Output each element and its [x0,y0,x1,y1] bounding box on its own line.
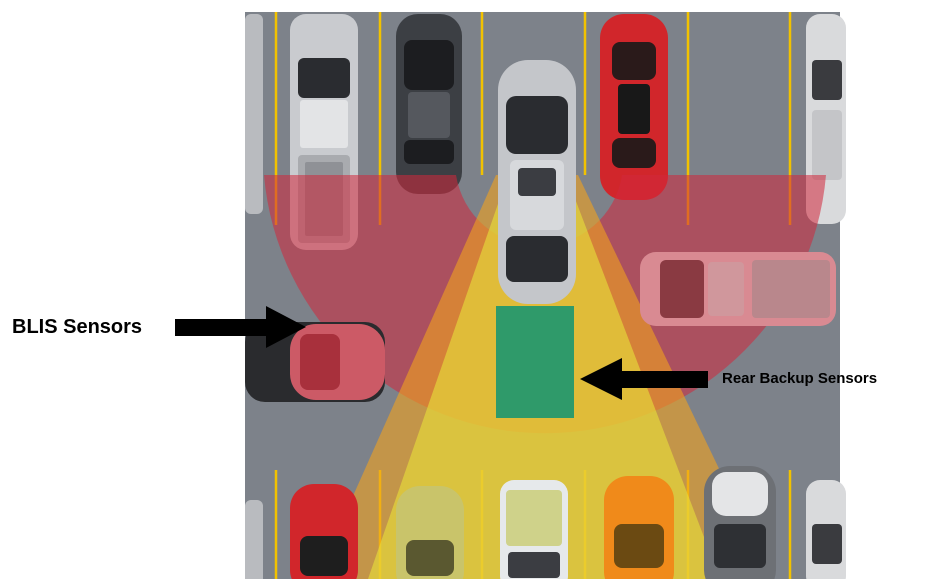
vehicle-pickup-bottom [500,480,568,579]
vehicle-sedan-gray-bottom [704,466,776,579]
rear-backup-sensors-label: Rear Backup Sensors [722,370,877,387]
vehicle-sedan-dark-top [396,14,462,194]
blis-sensors-label: BLIS Sensors [12,316,142,339]
vehicle-suv-white-bottom-right [806,480,846,579]
rear-backup-sensor-zone [496,306,574,418]
vehicle-sedan-orange-bottom [604,476,674,579]
vehicle-partial-top-left [245,14,263,214]
vehicle-subject-suv [498,60,576,304]
vehicle-partial-bottom-left [245,500,263,579]
vehicle-sedan-bottom-left [396,486,464,579]
vehicle-sedan-red-bottom [290,484,358,579]
vehicle-sedan-red-top [600,14,668,200]
vehicle-pickup-right [640,252,836,326]
